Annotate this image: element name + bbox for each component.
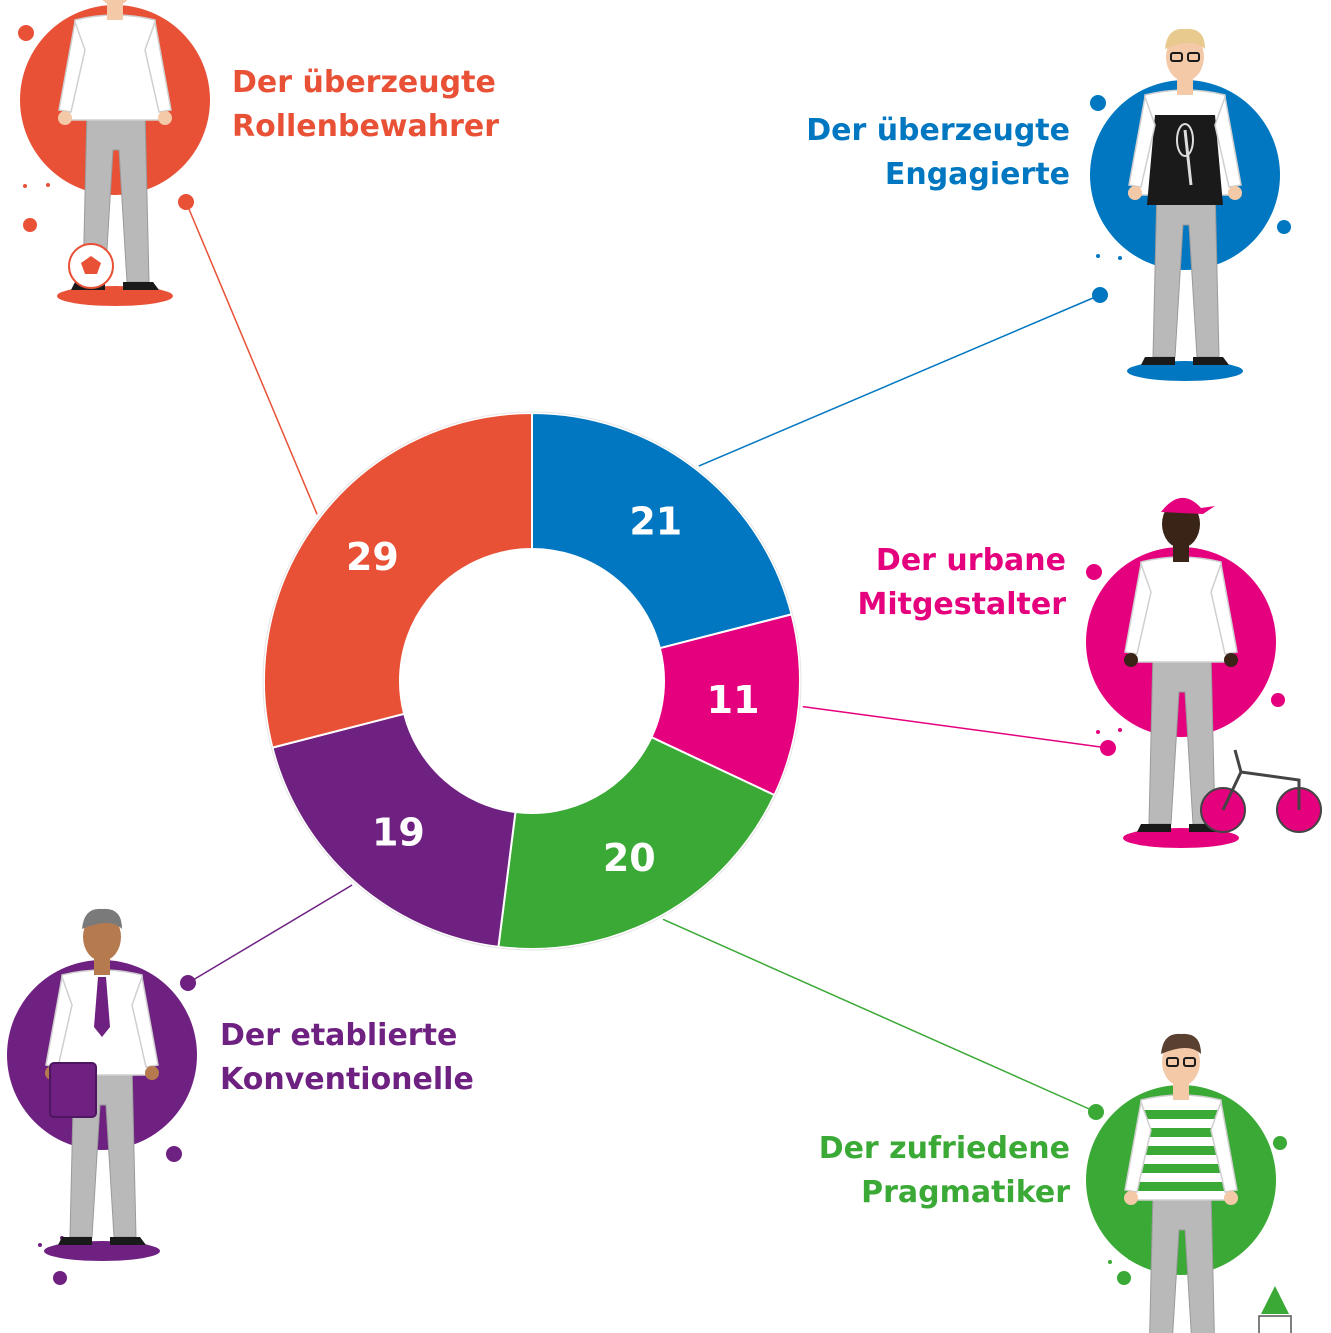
persona-label-line: Der etablierte xyxy=(220,1018,457,1053)
connector-dot xyxy=(1088,1104,1104,1120)
donut-slice-rollenbewahrer xyxy=(263,411,533,749)
decor-dot xyxy=(38,1243,42,1247)
connector-dot xyxy=(178,194,194,210)
persona-rollenbewahrer xyxy=(18,0,210,306)
slice-value-label: 21 xyxy=(629,499,682,543)
persona-label-line: Konventionelle xyxy=(220,1062,474,1097)
decor-dot xyxy=(23,218,37,232)
decor-dot xyxy=(1086,564,1102,580)
decor-dot xyxy=(23,184,27,188)
decor-dot xyxy=(1118,728,1122,732)
persona-label-line: Der zufriedene xyxy=(819,1131,1070,1166)
person-illustration-icon xyxy=(1124,1033,1238,1333)
donut-chart: 21 11 20 19 29 xyxy=(262,411,802,951)
decor-dot xyxy=(1277,220,1291,234)
decor-dot xyxy=(1128,1256,1132,1260)
donut-outline xyxy=(262,411,802,951)
persona-konventionelle xyxy=(7,908,197,1285)
connector-dot xyxy=(1092,287,1108,303)
persona-label-line: Der überzeugte xyxy=(232,65,496,100)
decor-dot xyxy=(46,183,50,187)
decor-dot xyxy=(1271,693,1285,707)
connector-line-konventionelle xyxy=(187,884,353,984)
decor-dot xyxy=(18,25,34,41)
donut-slice-pragmatiker xyxy=(497,735,776,950)
slice-value-label: 20 xyxy=(603,836,656,880)
persona-pragmatiker xyxy=(1086,1033,1292,1333)
whisk-icon xyxy=(1183,129,1193,186)
persona-label-line: Der überzeugte xyxy=(806,113,1070,148)
decor-dot xyxy=(1090,95,1106,111)
person-illustration-icon xyxy=(1127,28,1243,381)
donut-slice-konventionelle xyxy=(271,712,517,949)
connector-line-mitgestalter xyxy=(802,705,1109,749)
decor-dot xyxy=(53,1271,67,1285)
persona-label-line: Rollenbewahrer xyxy=(232,109,499,144)
persona-label-line: Mitgestalter xyxy=(857,587,1066,622)
decor-dot xyxy=(1096,730,1100,734)
folder-icon xyxy=(49,1062,97,1118)
decor-dot xyxy=(1118,256,1122,260)
connector-line-rollenbewahrer xyxy=(185,201,318,515)
persona-label-line: Der urbane xyxy=(876,543,1066,578)
slice-value-label: 29 xyxy=(346,535,399,579)
toy-blocks-icon xyxy=(1258,1286,1292,1333)
persona-label-line: Engagierte xyxy=(885,157,1070,192)
person-illustration-icon xyxy=(1123,497,1239,848)
decor-dot xyxy=(1117,1271,1131,1285)
connector-dot xyxy=(180,975,196,991)
persona-mitgestalter xyxy=(1086,497,1322,848)
slice-value-label: 11 xyxy=(707,678,760,722)
decor-dot xyxy=(1273,1136,1287,1150)
decor-dot xyxy=(166,1146,182,1162)
soccer-ball-icon xyxy=(68,243,114,289)
persona-engagierte xyxy=(1090,28,1291,381)
connector-line-engagierte xyxy=(698,294,1101,467)
slice-value-label: 19 xyxy=(372,811,425,855)
decor-dot xyxy=(1096,254,1100,258)
callout-connectors xyxy=(178,194,1116,1120)
person-illustration-icon xyxy=(44,908,160,1261)
persona-label-line: Pragmatiker xyxy=(861,1175,1070,1210)
donut-slice-engagierte xyxy=(531,411,793,650)
connector-line-pragmatiker xyxy=(662,918,1097,1113)
decor-dot xyxy=(1108,1260,1112,1264)
connector-dot xyxy=(1100,740,1116,756)
balance-bike-icon xyxy=(1200,749,1322,833)
